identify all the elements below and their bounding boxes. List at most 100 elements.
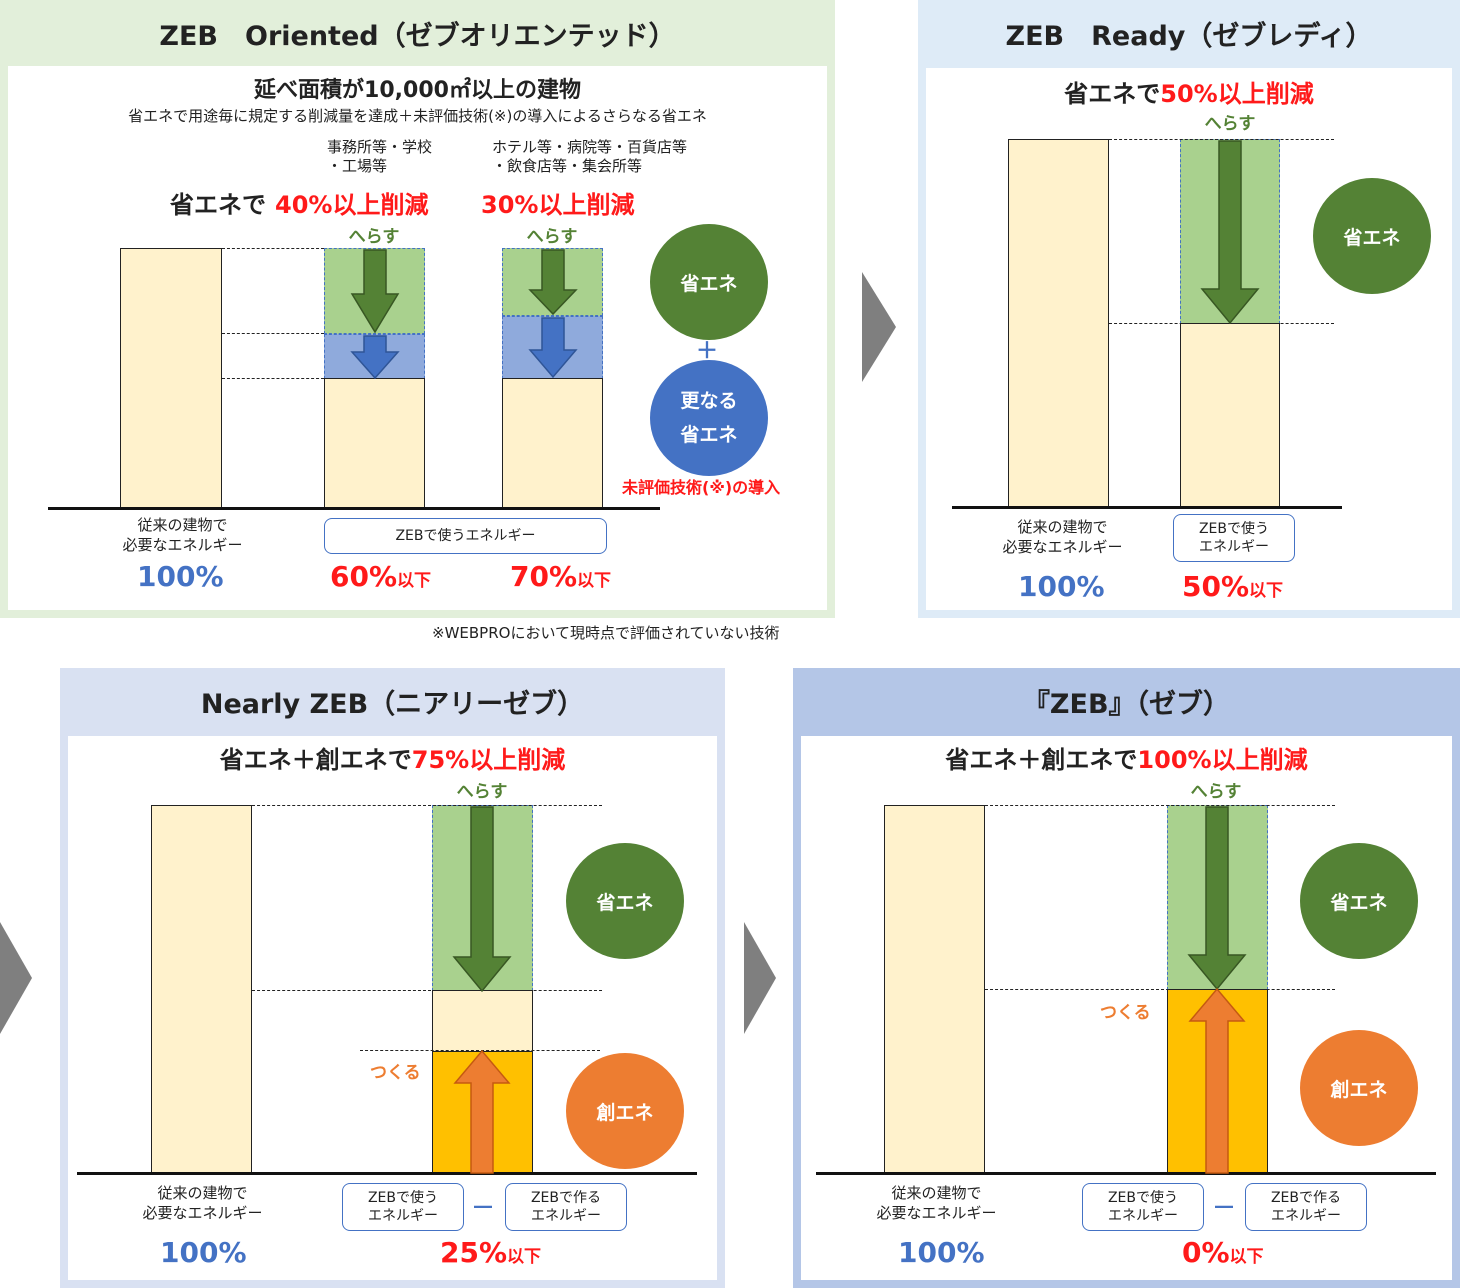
zeb-make-line1: ZEBで作る bbox=[530, 1189, 602, 1206]
herasu-label: へらす bbox=[1190, 782, 1242, 802]
oriented-subheading: 省エネで用途毎に規定する削減量を達成＋未評価技術(※)の導入によるさらなる省エネ bbox=[128, 107, 707, 125]
conventional-bar bbox=[151, 805, 252, 1174]
circle-save: 省エネ bbox=[566, 843, 684, 959]
level-line bbox=[1109, 323, 1334, 324]
reduce-prefix: 省エネ＋創エネで bbox=[945, 746, 1138, 774]
conventional-label: 従来の建物で 必要なエネルギー bbox=[100, 516, 265, 555]
conventional-label-line2: 必要なエネルギー bbox=[142, 1203, 263, 1222]
reduce-prefix: 省エネ＋創エネで bbox=[219, 746, 412, 774]
level-line bbox=[985, 989, 1335, 990]
conventional-label: 従来の建物で 必要なエネルギー bbox=[980, 518, 1145, 557]
pct-value: 70% bbox=[510, 560, 578, 593]
pct-value: 50% bbox=[1182, 570, 1250, 603]
level-line bbox=[1109, 139, 1334, 140]
conventional-label-line2: 必要なエネルギー bbox=[1002, 537, 1123, 556]
zeb-use-box: ZEBで使う エネルギー bbox=[342, 1183, 464, 1231]
level-line bbox=[222, 333, 324, 334]
group1-label-line1: 事務所等・学校 bbox=[327, 138, 433, 156]
chevron-right-icon bbox=[744, 922, 776, 1034]
circle-extra-line2: 省エネ bbox=[680, 424, 738, 446]
herasu-label: へらす bbox=[526, 227, 578, 247]
ready-reduce: 省エネで50%以上削減 bbox=[918, 74, 1460, 109]
reduce-value: 100%以上削減 bbox=[1137, 746, 1308, 774]
save-arrow bbox=[1187, 806, 1247, 991]
group2-label-line2: ・飲食店等・集会所等 bbox=[492, 157, 643, 175]
oriented-reduce-2: 30%以上削減 bbox=[481, 191, 635, 219]
conventional-label-line1: 従来の建物で bbox=[137, 516, 228, 534]
zeb-use-line1: ZEBで使う bbox=[367, 1189, 439, 1206]
conventional-label-line2: 必要なエネルギー bbox=[122, 535, 243, 554]
conventional-bar bbox=[120, 248, 222, 509]
unevaluated-tech-label: 未評価技術(※)の導入 bbox=[622, 478, 781, 497]
ika-label: 以下 bbox=[1229, 1247, 1264, 1267]
pct-value: 0% bbox=[1182, 1236, 1230, 1269]
zeb-use-line2: エネルギー bbox=[1199, 539, 1269, 555]
reduce-value: 50%以上削減 bbox=[1160, 80, 1314, 108]
zeb-bar-70 bbox=[502, 378, 603, 509]
zeb-use-line2: エネルギー bbox=[1108, 1208, 1178, 1224]
circle-extra-save: 更なる 省エネ bbox=[650, 360, 768, 476]
zeb-bar-60 bbox=[324, 378, 425, 509]
panel-title: ZEB Oriented（ゼブオリエンテッド） bbox=[159, 21, 676, 52]
zeb-use-line1: ZEBで使う bbox=[1107, 1189, 1179, 1206]
ika-label: 以下 bbox=[1249, 581, 1284, 601]
zeb-make-box: ZEBで作る エネルギー bbox=[505, 1183, 627, 1231]
conventional-label-line1: 従来の建物で bbox=[157, 1184, 248, 1202]
reduce-value: 75%以上削減 bbox=[411, 746, 566, 774]
chevron-right-icon bbox=[0, 922, 32, 1034]
circle-create: 創エネ bbox=[566, 1053, 684, 1169]
conventional-label-line1: 従来の建物で bbox=[891, 1184, 982, 1202]
level-line bbox=[222, 378, 324, 379]
group2-label-line1: ホテル等・病院等・百貨店等 bbox=[492, 138, 688, 156]
conventional-pct: 100% bbox=[160, 1236, 247, 1269]
ika-label: 以下 bbox=[577, 571, 612, 591]
baseline bbox=[48, 507, 660, 510]
zeb-use-line2: エネルギー bbox=[368, 1208, 438, 1224]
circle-create: 創エネ bbox=[1300, 1030, 1418, 1146]
zeb-bar-50 bbox=[1180, 323, 1280, 508]
plus-sign: ＋ bbox=[696, 339, 719, 364]
reduce-arrows bbox=[1200, 140, 1260, 325]
panel-title: ZEB Ready（ゼブレディ） bbox=[1005, 21, 1373, 52]
pct-60: 60%以下 bbox=[330, 560, 431, 593]
pct-0: 0%以下 bbox=[1182, 1236, 1264, 1269]
circle-save: 省エネ bbox=[1300, 843, 1418, 959]
group1-label-line2: ・工場等 bbox=[327, 157, 388, 175]
ika-label: 以下 bbox=[507, 1247, 542, 1267]
level-line bbox=[252, 990, 602, 991]
level-line bbox=[222, 248, 324, 249]
zeb-use-box: ZEBで使う エネルギー bbox=[1173, 514, 1295, 562]
level-line bbox=[985, 805, 1335, 806]
nearly-reduce: 省エネ＋創エネで75%以上削減 bbox=[60, 740, 725, 775]
oriented-heading: 延べ面積が10,000㎡以上の建物 bbox=[254, 78, 581, 103]
chevron-right-icon bbox=[862, 272, 896, 382]
circle-extra-line1: 更なる bbox=[680, 389, 738, 412]
minus-sign: ― bbox=[474, 1196, 492, 1217]
zeb-use-box: ZEBで使うエネルギー bbox=[324, 518, 607, 554]
ika-label: 以下 bbox=[397, 571, 432, 591]
save-arrow bbox=[528, 249, 578, 316]
conventional-label: 従来の建物で 必要なエネルギー bbox=[854, 1184, 1019, 1223]
reduce-arrows bbox=[350, 249, 578, 380]
herasu-label: へらす bbox=[1204, 114, 1256, 134]
extra-arrow bbox=[528, 317, 578, 379]
create-arrow bbox=[453, 1049, 511, 1174]
conventional-pct: 100% bbox=[137, 560, 224, 593]
tsukuru-label: つくる bbox=[370, 1063, 421, 1083]
pct-70: 70%以下 bbox=[510, 560, 611, 593]
circle-save: 省エネ bbox=[650, 224, 768, 340]
zeb-make-line2: エネルギー bbox=[1271, 1208, 1341, 1224]
pct-50: 50%以下 bbox=[1182, 570, 1283, 603]
save-arrow bbox=[350, 249, 400, 334]
minus-sign: ― bbox=[1215, 1196, 1233, 1217]
baseline bbox=[77, 1172, 697, 1175]
conventional-bar bbox=[1008, 139, 1109, 508]
herasu-label: へらす bbox=[456, 782, 508, 802]
conventional-pct: 100% bbox=[898, 1236, 985, 1269]
conventional-bar bbox=[884, 805, 985, 1174]
zeb-make-line2: エネルギー bbox=[531, 1208, 601, 1224]
level-line bbox=[252, 805, 602, 806]
level-line bbox=[360, 1050, 600, 1051]
panel-title: 『ZEB』（ゼブ） bbox=[1022, 689, 1231, 720]
zeb-use-line1: ZEBで使う bbox=[1198, 520, 1270, 537]
